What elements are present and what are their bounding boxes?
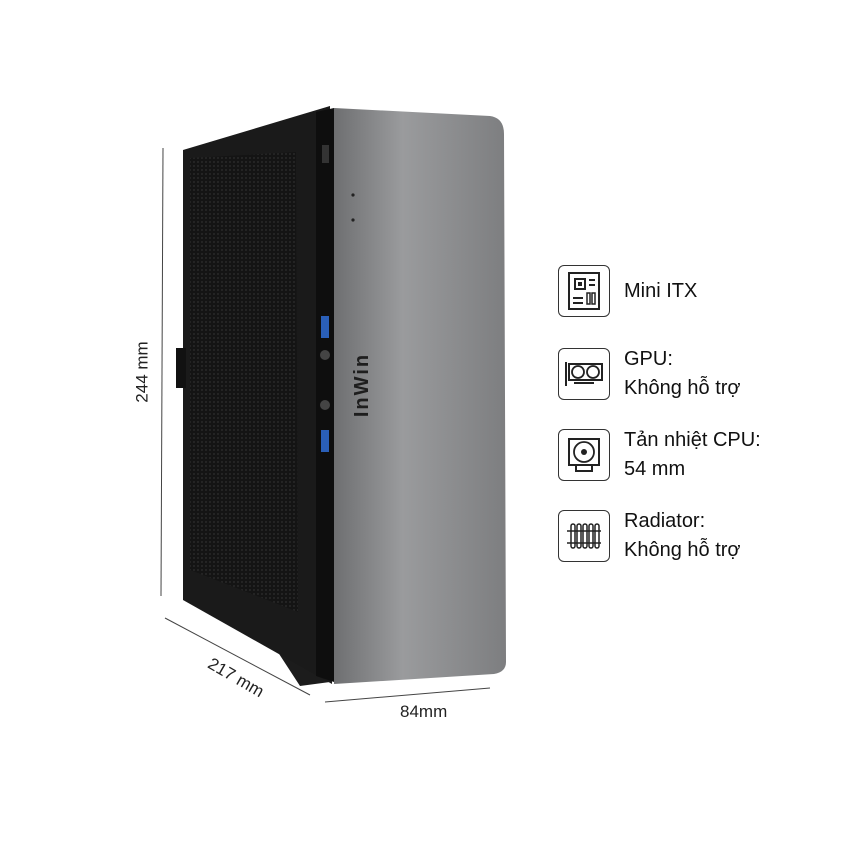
depth-dimension-line bbox=[164, 617, 311, 696]
spec-text: Radiator: Không hỗ trợ bbox=[624, 507, 741, 565]
width-dimension-label: 84mm bbox=[400, 702, 448, 721]
motherboard-icon bbox=[558, 265, 610, 317]
gpu-icon bbox=[558, 348, 610, 400]
spec-text: Mini ITX bbox=[624, 277, 697, 306]
spec-line1: GPU: bbox=[624, 348, 673, 370]
front-io-strip bbox=[316, 108, 334, 682]
spec-line1: Radiator: bbox=[624, 510, 706, 532]
spec-line2: 54 mm bbox=[624, 458, 686, 480]
power-button bbox=[322, 145, 329, 163]
audio-jack-1 bbox=[320, 350, 330, 360]
cpu-cooler-icon bbox=[558, 429, 610, 481]
case-front-panel bbox=[334, 108, 506, 684]
brand-logo: InWin bbox=[351, 353, 373, 417]
usb-port-1 bbox=[321, 316, 329, 338]
spec-text: GPU: Không hỗ trợ bbox=[624, 345, 741, 403]
spec-gpu: GPU: Không hỗ trợ bbox=[558, 345, 741, 403]
led-indicator-2 bbox=[351, 218, 355, 222]
radiator-icon bbox=[558, 510, 610, 562]
height-dimension-line bbox=[160, 147, 164, 597]
spec-text: Tản nhiệt CPU: 54 mm bbox=[624, 426, 761, 484]
audio-jack-2 bbox=[320, 400, 330, 410]
spec-form-factor: Mini ITX bbox=[558, 265, 697, 317]
spec-line1: Tản nhiệt CPU: bbox=[624, 429, 761, 451]
spec-line2: Không hỗ trợ bbox=[624, 377, 741, 399]
side-handle bbox=[176, 348, 186, 388]
led-indicator-1 bbox=[351, 193, 355, 197]
spec-cpu-cooler: Tản nhiệt CPU: 54 mm bbox=[558, 426, 761, 484]
spec-line1: Mini ITX bbox=[624, 279, 698, 302]
spec-radiator: Radiator: Không hỗ trợ bbox=[558, 507, 741, 565]
width-dimension-line bbox=[324, 687, 491, 703]
spec-line2: Không hỗ trợ bbox=[624, 539, 741, 561]
side-mesh bbox=[190, 152, 298, 612]
usb-port-2 bbox=[321, 430, 329, 452]
height-dimension-label: 244 mm bbox=[132, 341, 152, 403]
